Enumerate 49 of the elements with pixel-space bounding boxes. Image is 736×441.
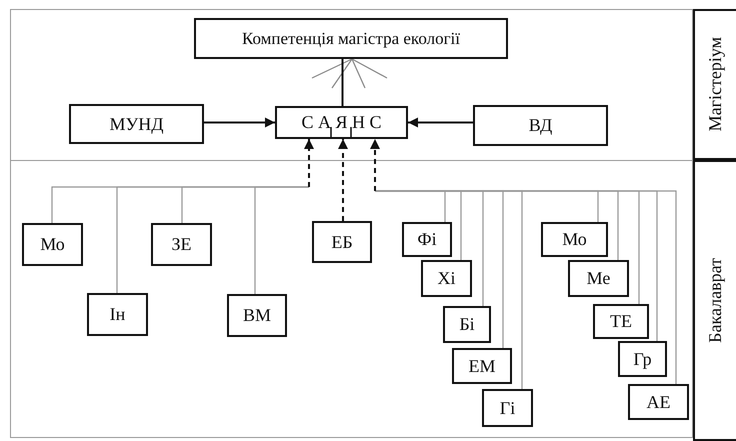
box-label: ВМ <box>242 305 271 326</box>
box-label: Ме <box>586 268 610 289</box>
box-label: Фі <box>417 229 437 250</box>
box-label: Гр <box>633 348 652 370</box>
label-box <box>69 104 204 144</box>
box-label: С А Я Н С <box>301 112 382 133</box>
label-box <box>151 223 212 266</box>
box-label: АЕ <box>646 392 670 412</box>
label-box <box>22 223 83 266</box>
label-box <box>421 260 472 297</box>
label-box <box>312 221 372 263</box>
label-box <box>402 222 452 257</box>
box-label: Ін <box>110 304 126 325</box>
label-box <box>482 389 533 427</box>
box-label: ЕБ <box>331 232 353 252</box>
label-box <box>568 260 629 297</box>
label-box <box>628 384 689 420</box>
label-box <box>618 341 667 377</box>
band-label-cell <box>693 9 736 160</box>
label-box <box>227 294 287 337</box>
box-label: Гі <box>500 398 516 418</box>
box-label: Компетенція магістра екології <box>242 28 460 48</box>
box-label: Мо <box>40 234 65 255</box>
connector-line <box>254 186 309 294</box>
box-label: Бі <box>459 314 475 335</box>
dashed-arrow <box>370 139 380 191</box>
label-box <box>593 304 649 339</box>
arrow <box>204 118 275 128</box>
connector-line <box>375 190 677 384</box>
label-box <box>87 293 148 336</box>
box-label: ЕМ <box>468 356 496 376</box>
box-label: Мо <box>562 229 587 250</box>
label-box <box>443 306 491 343</box>
band-label: Бакалаврат <box>705 258 726 343</box>
dashed-arrow <box>304 139 314 187</box>
label-box <box>194 18 508 59</box>
box-label: МУНД <box>109 114 164 134</box>
band-label: Магістеріум <box>705 37 726 132</box>
box-label: Хі <box>438 268 456 289</box>
box-label: ЗЕ <box>171 234 192 255</box>
label-box <box>541 222 608 257</box>
dashed-arrow <box>338 139 348 221</box>
label-box <box>275 106 408 139</box>
box-label: ТЕ <box>610 311 632 332</box>
band-label-cell <box>693 160 736 441</box>
arrow <box>408 118 473 128</box>
label-box <box>452 348 512 384</box>
box-label: ВД <box>528 115 552 136</box>
label-box <box>473 105 608 146</box>
